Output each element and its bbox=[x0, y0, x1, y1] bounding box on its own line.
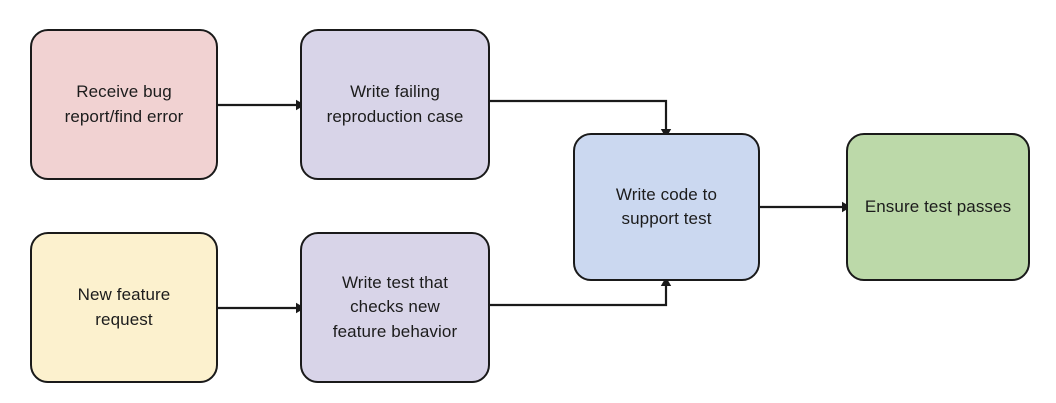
node-receive-bug-report[interactable]: Receive bug report/find error bbox=[30, 29, 218, 180]
node-write-code-to-support-test[interactable]: Write code to support test bbox=[573, 133, 760, 281]
node-label: Write test that checks new feature behav… bbox=[332, 273, 458, 341]
node-label: Write failing reproduction case bbox=[326, 82, 464, 126]
connector-line bbox=[490, 99, 668, 129]
connector-line bbox=[490, 286, 668, 307]
node-write-test-checks-new-feature-behavior[interactable]: Write test that checks new feature behav… bbox=[300, 232, 490, 383]
node-label: Write code to support test bbox=[615, 184, 718, 228]
node-label: Receive bug report/find error bbox=[64, 82, 184, 126]
node-new-feature-request[interactable]: New feature request bbox=[30, 232, 218, 383]
node-label: New feature request bbox=[77, 285, 171, 329]
node-ensure-test-passes[interactable]: Ensure test passes bbox=[846, 133, 1030, 281]
node-write-failing-reproduction-case[interactable]: Write failing reproduction case bbox=[300, 29, 490, 180]
node-label: Ensure test passes bbox=[864, 196, 1012, 216]
